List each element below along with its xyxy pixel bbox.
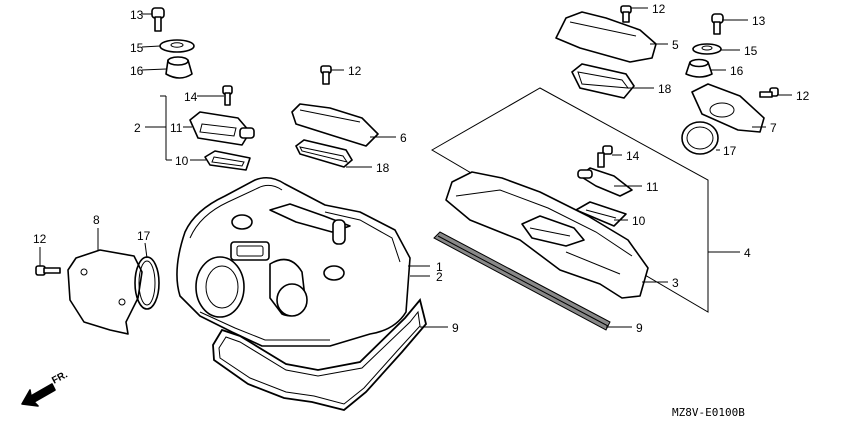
o-ring-17-right-part <box>681 121 719 155</box>
callout-8: 8 <box>93 213 100 227</box>
callout-4: 4 <box>744 246 751 260</box>
callout-13: 13 <box>130 8 144 22</box>
bolt-14-right-part <box>597 145 613 168</box>
washer-15-right-part <box>692 43 722 55</box>
gasket-18-right-part <box>570 63 635 99</box>
bolt-13-part <box>151 7 165 32</box>
gasket-9-part <box>212 298 427 411</box>
leader-lines <box>39 7 792 328</box>
washer-15-part <box>159 39 195 53</box>
callout-14-right: 14 <box>626 149 640 163</box>
breather-11-part <box>189 111 255 146</box>
callout-17-right: 17 <box>723 144 737 158</box>
callout-12-right: 12 <box>796 89 810 103</box>
bolt-12-top-part <box>620 5 632 23</box>
head-cover-1-part <box>176 176 411 347</box>
o-ring-17-part <box>134 256 160 310</box>
callout-18: 18 <box>376 161 390 175</box>
callout-2b: 2 <box>436 270 443 284</box>
cover-6-part <box>291 103 379 147</box>
gasket-10-part <box>204 150 251 171</box>
callout-10: 10 <box>175 154 189 168</box>
direction-label: FR. <box>50 369 70 386</box>
callout-18-right: 18 <box>658 82 672 96</box>
callout-5: 5 <box>672 38 679 52</box>
diagram-code: MZ8V-E0100B <box>672 406 745 419</box>
callout-16-right: 16 <box>730 64 744 78</box>
callout-9-right: 9 <box>636 321 643 335</box>
callout-2: 2 <box>134 121 141 135</box>
callout-12-top-right: 12 <box>652 2 666 16</box>
cover-7-part <box>691 83 765 133</box>
gasket-18-part <box>294 139 354 168</box>
cover-3-part <box>445 171 649 299</box>
bolt-14-part <box>222 85 233 106</box>
callout-15-right: 15 <box>744 44 758 58</box>
callout-7: 7 <box>770 121 777 135</box>
callout-3: 3 <box>672 276 679 290</box>
bolt-12-left-part <box>35 265 61 276</box>
callout-16: 16 <box>130 64 144 78</box>
callout-14: 14 <box>184 90 198 104</box>
callout-13-right: 13 <box>752 14 766 28</box>
callout-11-right: 11 <box>646 180 659 194</box>
callout-6: 6 <box>400 131 407 145</box>
bolt-12-right-part <box>759 87 779 98</box>
front-direction-arrow-icon <box>21 383 56 407</box>
bolt-12-part <box>320 65 332 85</box>
callout-12-left: 12 <box>33 232 47 246</box>
side-cover-8-part <box>67 249 143 335</box>
callout-12: 12 <box>348 64 362 78</box>
callout-1: 1 <box>436 260 443 274</box>
callout-15: 15 <box>130 41 144 55</box>
cover-5-part <box>555 11 657 63</box>
grommet-16-right-part <box>685 58 713 78</box>
gasket-9-right-part <box>433 231 611 331</box>
gasket-10-right-part <box>575 201 627 227</box>
callout-9: 9 <box>452 321 459 335</box>
breather-11-right-part <box>577 167 633 197</box>
grommet-16-part <box>165 56 193 79</box>
bolt-13-right-part <box>711 13 724 35</box>
callout-10-right: 10 <box>632 214 646 228</box>
callout-11: 11 <box>170 121 183 135</box>
callout-17: 17 <box>137 229 151 243</box>
